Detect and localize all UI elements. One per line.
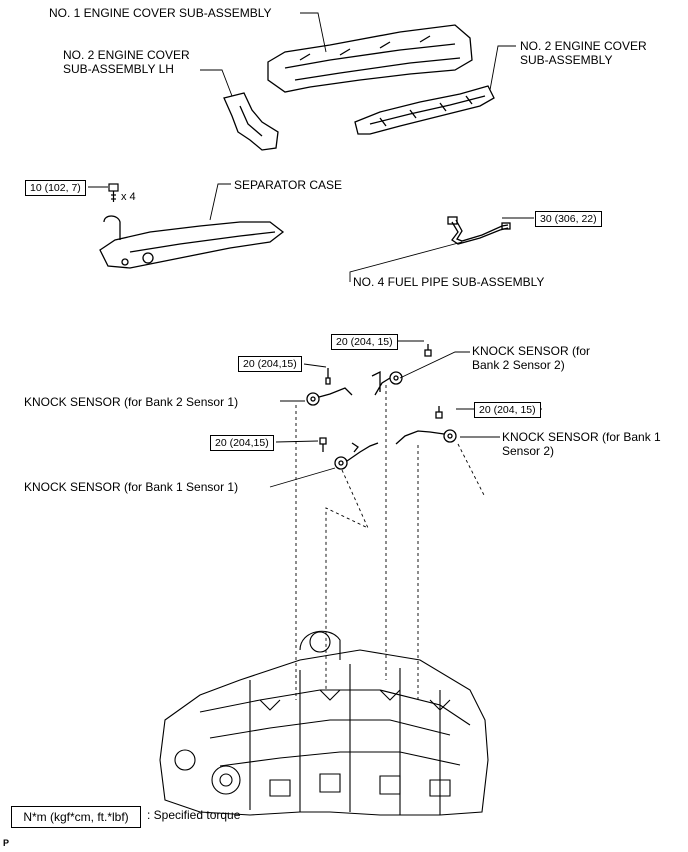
fuel-pipe-drawing — [447, 216, 511, 245]
assembly-dashed-lines — [295, 385, 486, 700]
no2-engine-cover-lh-drawing — [223, 92, 279, 151]
legend-description: : Specified torque — [147, 808, 241, 822]
bolt-drawing — [108, 183, 119, 202]
torque-knock-sensor-left: 20 (204,15) — [238, 356, 302, 372]
corner-mark: P — [3, 838, 10, 848]
torque-separator-case: 10 (102, 7) — [25, 180, 86, 196]
torque-knock-sensor-top: 20 (204, 15) — [331, 334, 398, 350]
torque-fuel-pipe: 30 (306, 22) — [535, 211, 602, 227]
label-knock-sensor-bank2-sensor1: KNOCK SENSOR (for Bank 2 Sensor 1) — [24, 395, 239, 409]
label-no2-engine-cover-lh: NO. 2 ENGINE COVER SUB-ASSEMBLY LH — [63, 48, 190, 76]
label-fuel-pipe: NO. 4 FUEL PIPE SUB-ASSEMBLY — [353, 275, 545, 289]
label-knock-sensor-bank2-sensor2: KNOCK SENSOR (for Bank 2 Sensor 2) — [472, 344, 591, 372]
torque-knock-sensor-lower: 20 (204,15) — [210, 435, 274, 451]
no1-engine-cover-drawing — [267, 24, 473, 93]
label-bolt-quantity: x 4 — [121, 191, 136, 203]
no2-engine-cover-drawing — [354, 85, 495, 135]
label-separator-case: SEPARATOR CASE — [234, 178, 343, 192]
label-knock-sensor-bank1-sensor2: KNOCK SENSOR (for Bank 1 Sensor 2) — [502, 430, 661, 458]
torque-unit-legend: N*m (kgf*cm, ft.*lbf) — [11, 806, 141, 828]
separator-case-drawing — [99, 215, 285, 269]
engine-block-drawing — [159, 630, 489, 816]
label-knock-sensor-bank1-sensor1: KNOCK SENSOR (for Bank 1 Sensor 1) — [24, 480, 239, 494]
torque-knock-sensor-right: 20 (204, 15) — [474, 402, 541, 418]
knock-sensor-drawings — [306, 344, 457, 470]
label-no2-engine-cover: NO. 2 ENGINE COVER SUB-ASSEMBLY — [520, 39, 647, 67]
label-no1-engine-cover: NO. 1 ENGINE COVER SUB-ASSEMBLY — [49, 6, 272, 20]
